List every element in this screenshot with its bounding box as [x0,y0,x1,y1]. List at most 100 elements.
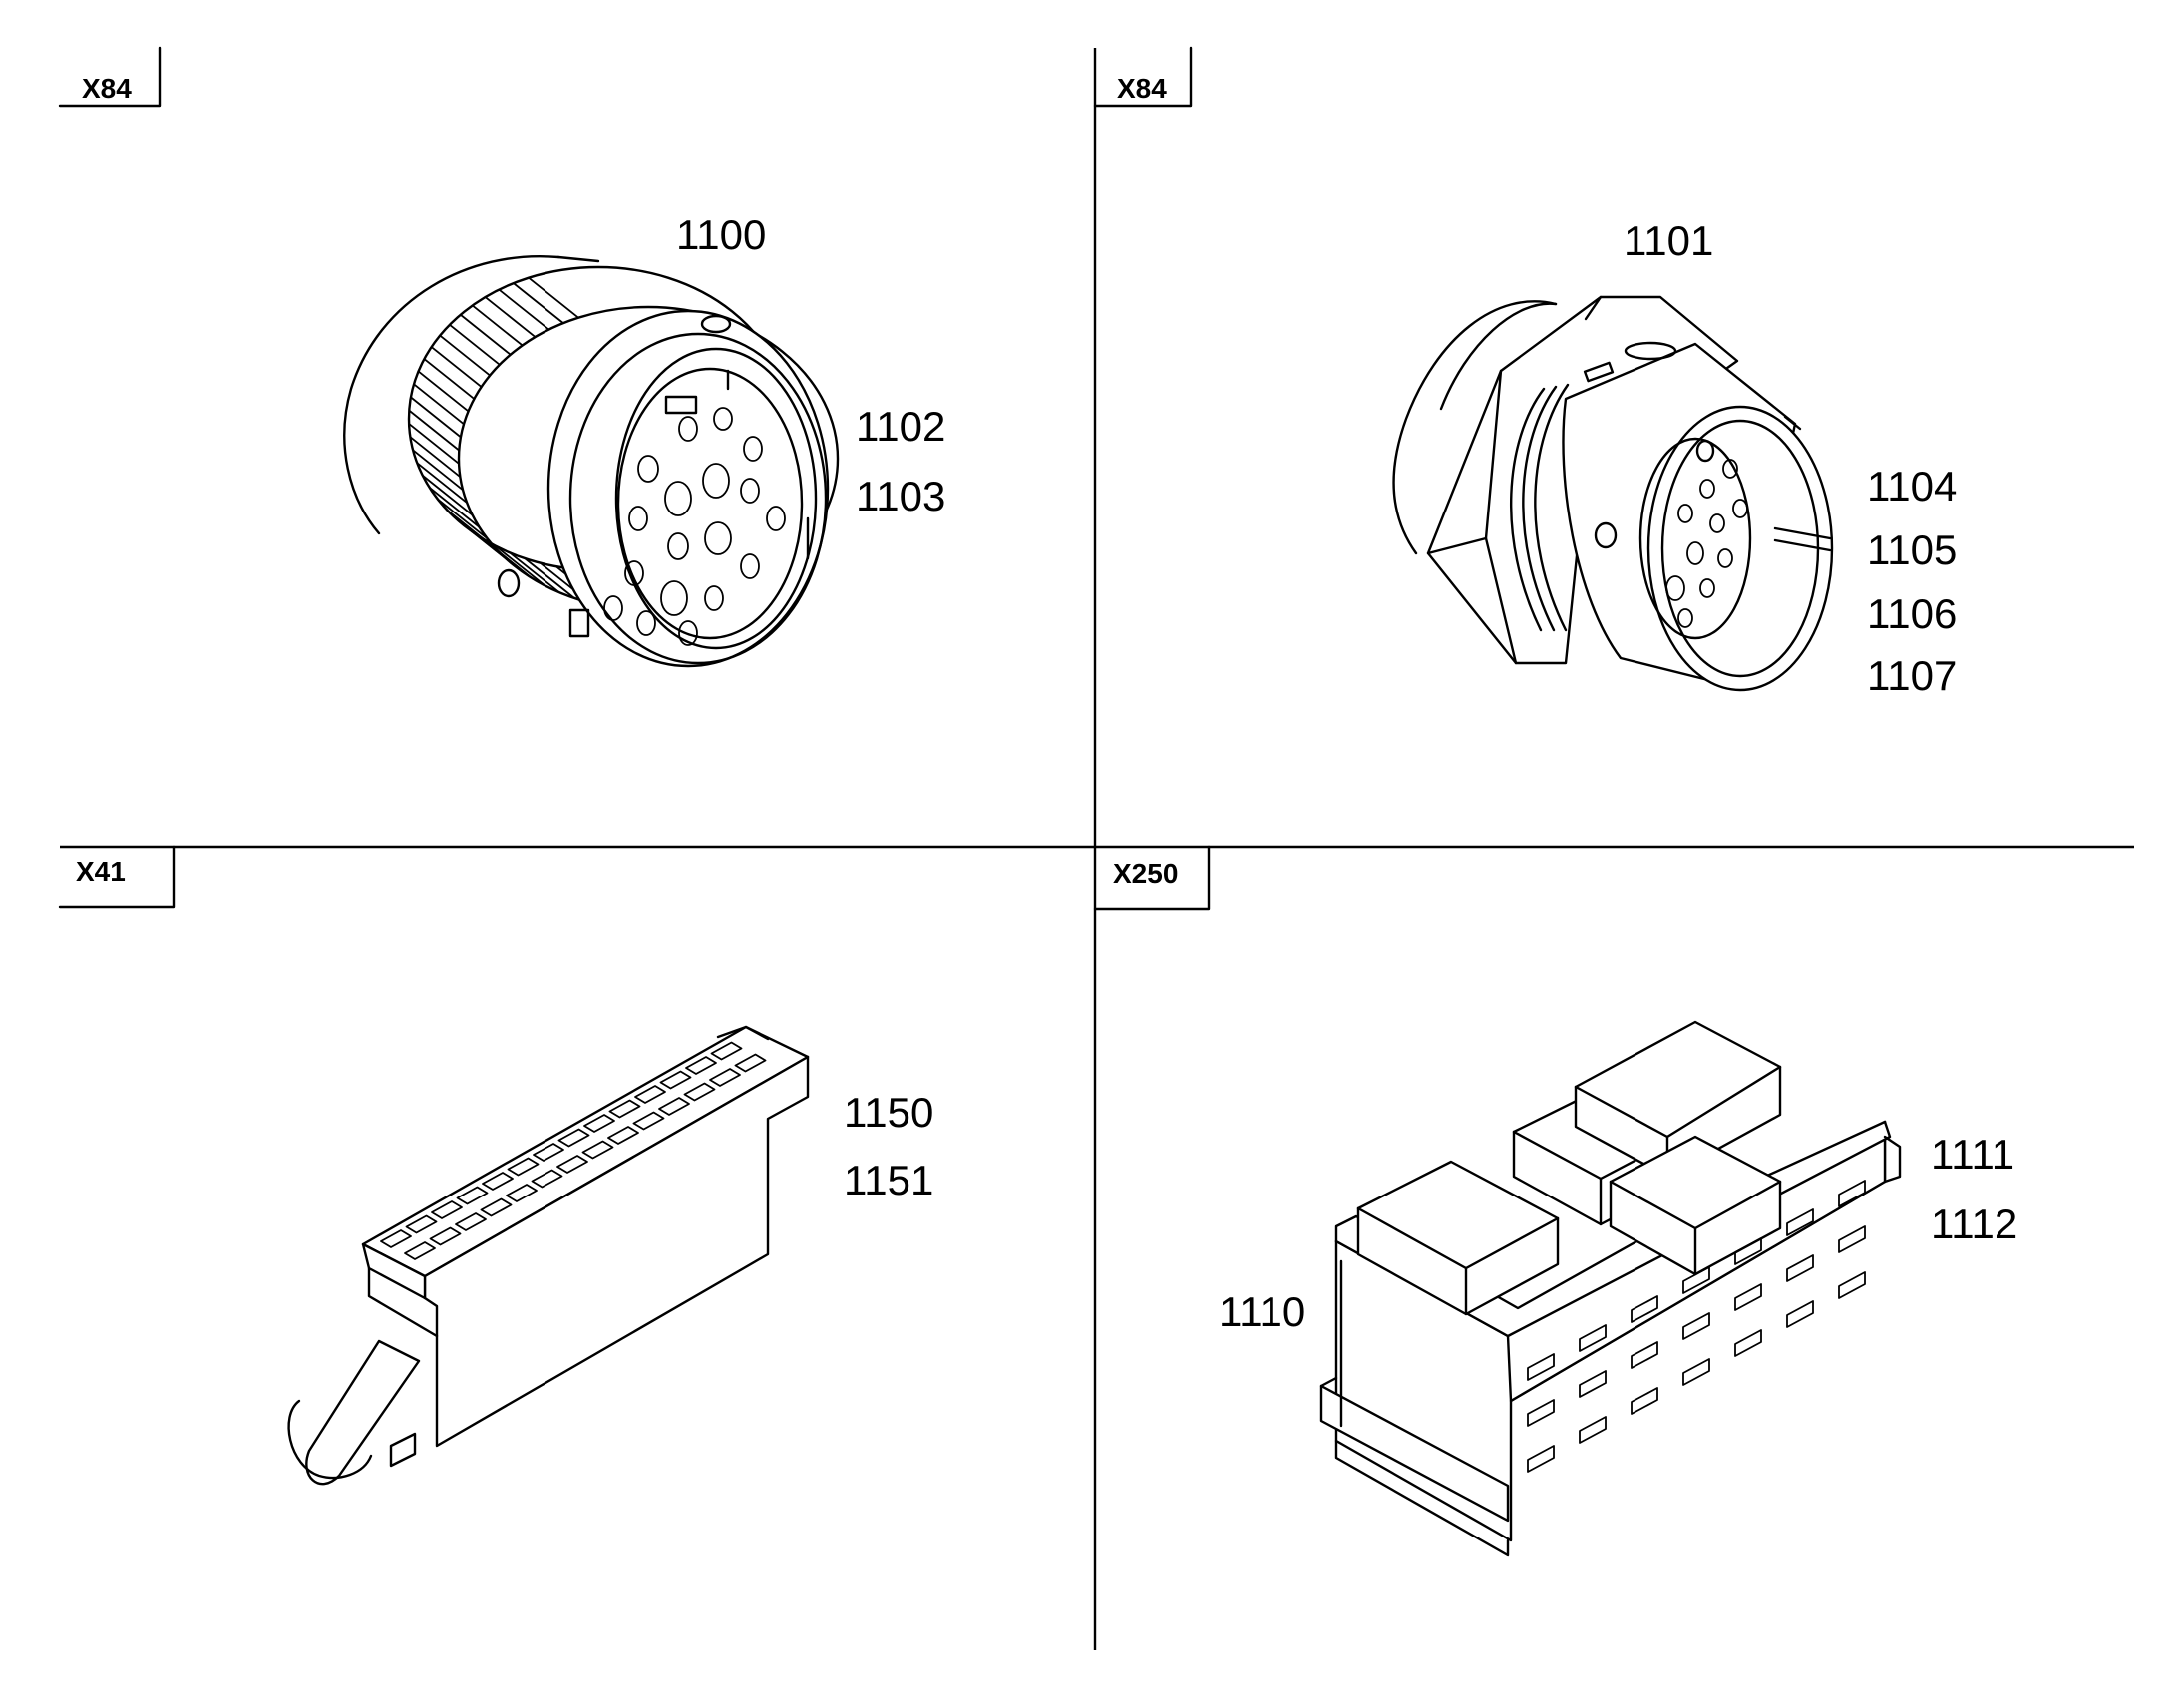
knurl-rib [472,304,524,347]
pin-hole [1686,541,1704,565]
knurl-rib [410,396,462,439]
contact-cavity [659,1070,692,1090]
rectangular-pin-header [287,1025,810,1486]
pin-hole [713,407,733,431]
tag-label: X84 [1117,73,1167,104]
contact-cavity [581,1140,614,1160]
tag-label: X41 [76,856,126,887]
contact-cavity [583,1114,615,1133]
pin-hole [1677,504,1693,523]
pin-hole [624,560,644,586]
contact-window [1527,1353,1555,1381]
pin-hole [628,506,648,531]
knurl-rib [449,324,501,366]
contact-cavity [632,1111,665,1131]
contact-cavity [658,1097,690,1116]
contact-cavity [431,1200,463,1219]
knurl-rib [429,487,481,528]
contact-window [1786,1254,1814,1282]
knurl-rib [524,557,575,599]
knurl-rib [422,475,474,516]
knurl-rib [498,288,549,331]
pin-hole [1665,575,1685,601]
knurl-rib [513,282,564,324]
pin-hole [636,610,656,636]
contact-window [1631,1295,1658,1323]
knurl-rib [481,537,533,579]
contact-cavity [380,1229,412,1248]
contact-cavity [608,1099,641,1119]
knurl-rib [437,498,489,540]
part-number-1103: 1103 [856,473,945,519]
tag-label: X250 [1113,858,1178,889]
knurl-rib [468,528,521,570]
part-number-1107: 1107 [1867,652,1957,699]
contact-cavity [507,1157,540,1177]
knurl-rib [408,409,460,452]
contact-cavities [380,1041,767,1260]
part-number-1100: 1100 [676,211,766,258]
pin-hole [678,620,698,646]
pin-hole [1699,578,1715,598]
knurl-rib [495,544,546,587]
contact-cavity [455,1212,487,1231]
knurl-rib [417,370,470,413]
contact-window [1838,1225,1866,1253]
pin-hole [702,463,730,499]
contact-window [1786,1208,1814,1236]
contact-cavity [480,1197,513,1217]
contact-cavity [556,1155,588,1174]
contact-cavity [557,1128,590,1148]
contact-window [1734,1283,1762,1311]
knurl-rib [408,423,460,465]
part-number-1150: 1150 [844,1089,933,1136]
knurl-rib [409,436,461,478]
pin-hole [704,585,724,611]
pin-hole [664,481,692,516]
knurl-rib [423,358,475,400]
contact-cavity [634,1085,666,1104]
contact-window [1682,1312,1710,1340]
part-number-1101: 1101 [1624,217,1713,264]
bulkhead-connector-receptacle [1392,295,1834,692]
knurl-rib [528,276,579,319]
part-number-1111: 1111 [1931,1131,2014,1178]
contact-cavity [685,1056,717,1075]
tag-box-bottom-right: X250 [1093,845,1211,911]
contact-cavity [734,1053,767,1073]
part-number-1106: 1106 [1867,590,1957,637]
contact-window [1527,1445,1555,1473]
contact-window [1579,1416,1607,1444]
knurl-rib [431,346,483,388]
tag-box-bottom-left: X41 [58,845,176,909]
tag-label: X84 [82,73,132,104]
pin-hole [1722,459,1738,479]
pin-hole [1677,608,1693,628]
contact-windows [1527,1180,1866,1473]
pin-hole [660,580,688,616]
contact-cavity [405,1214,438,1234]
contact-window [1838,1180,1866,1207]
pin-hole [667,532,689,560]
circular-connector-plug [343,254,840,668]
part-number-1104: 1104 [1867,463,1957,510]
part-number-1105: 1105 [1867,526,1957,573]
pin-hole [1717,548,1733,568]
part-number-1110: 1110 [1219,1288,1305,1335]
tag-box-top-left: X84 [58,46,162,108]
part-number-1112: 1112 [1931,1200,2017,1247]
pin-hole [704,521,732,555]
pin-hole [1699,479,1715,499]
contact-window [1682,1266,1710,1294]
pin-hole [743,436,763,462]
contact-cavity [456,1186,489,1205]
pin-hole [740,553,760,579]
pin-hole [603,595,623,621]
pin-hole [637,455,659,483]
pin-hole [1732,499,1748,518]
panel-top-right: X84 [1093,46,1957,699]
contact-cavity [482,1172,514,1191]
contact-window [1579,1370,1607,1398]
